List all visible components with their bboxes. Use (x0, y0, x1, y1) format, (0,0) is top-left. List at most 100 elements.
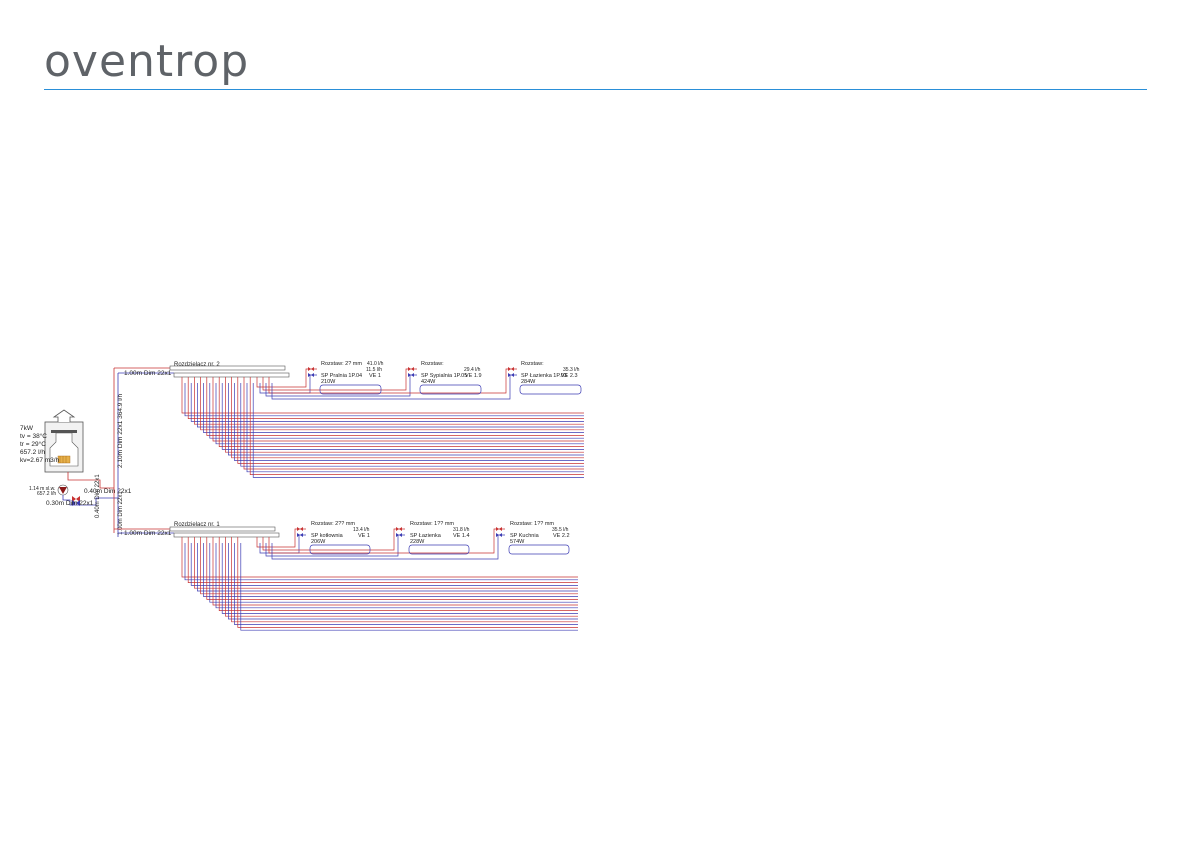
d2-return-circuit (240, 383, 584, 467)
d1-return-circuit (228, 543, 578, 620)
source-kv: kv=2.67 m3/h (20, 457, 60, 464)
header-rule (44, 89, 1147, 90)
valve-icon (408, 373, 414, 377)
top-feed-label: 1.00m Dim 22x1 (124, 370, 172, 377)
valve-icon (408, 367, 414, 371)
distributor-2: Rozdzielacz nr. 2 (169, 362, 584, 478)
pump: 1.14 m sl.w. 657.2 l/h (29, 484, 69, 497)
loop-d1-3: Rozstaw: 1?? mm 35.5 l/h SP Kuchnia VE 2… (508, 521, 570, 555)
loop-d2-2: Rozstaw: 29.4 l/h SP Sypialnia 1P.05 VE … (419, 361, 482, 395)
distributor-2-circuits (181, 368, 584, 478)
loop-power: 284W (521, 379, 536, 385)
riser: 2.10m Dim 22x1 364.9 l/h 1.00m Dim 22x1 (113, 368, 124, 537)
loop-room: SP Łazienka (410, 533, 442, 539)
pump-head: 1.14 m sl.w. (29, 486, 55, 492)
riser-label: 2.10m Dim 22x1 364.9 l/h (117, 394, 124, 468)
d1-supply-circuit (237, 537, 578, 628)
loop-power: 206W (311, 539, 326, 545)
bottom-feed: 1.00m Dim 22x1 (114, 528, 174, 537)
valve-icon (308, 367, 314, 371)
d2-return-circuit (190, 383, 584, 422)
source-return-temp: tr = 29°C (20, 440, 46, 448)
loop-room: SP Łazienka 1P.03 (521, 373, 567, 379)
d2-supply-circuit (212, 377, 584, 442)
d2-return-circuit (209, 383, 584, 439)
loop-flow: 35.5 l/h (552, 527, 569, 533)
loop-power: 228W (410, 539, 425, 545)
d2-return-circuit (197, 383, 584, 428)
valve-icon (396, 527, 402, 531)
loop-ve: VE 2.2 (553, 533, 570, 539)
riser-lower-label: 1.00m Dim 22x1 (118, 491, 124, 535)
d2-return-circuit (184, 383, 584, 417)
loop-flow: 35.3 l/h (563, 367, 580, 373)
loop-room: SP Pralnia 1P.04 (321, 373, 362, 379)
d2-supply-circuit (231, 377, 584, 459)
loop-flow: 11.5 l/h (366, 367, 382, 373)
source-flow: 657.2 l/h (20, 449, 45, 456)
loop-ve: VE 1.9 (465, 373, 482, 379)
d2-return-circuit (246, 383, 584, 473)
pipe-label-2: 0.40m Dim 22x1 (84, 488, 132, 495)
d2-return-circuit (203, 383, 584, 433)
valve-icon (297, 527, 303, 531)
pump-flow: 657.2 l/h (37, 491, 56, 497)
heat-source (44, 409, 84, 473)
loop-ve: VE 1 (369, 373, 381, 379)
loop-setting: Rozstaw: (521, 361, 544, 367)
valve-icon (508, 367, 514, 371)
d1-supply-circuit (200, 537, 578, 595)
distributor-1-name: Rozdzielacz nr. 1 (174, 522, 220, 528)
d1-supply-circuit (212, 537, 578, 606)
d1-loop-supply (268, 528, 505, 554)
source-specs: 7kW tv = 38°C tr = 29°C 657.2 l/h kv=2.6… (20, 425, 60, 464)
d1-return-circuit (209, 543, 578, 603)
d2-supply-circuit (206, 377, 584, 436)
d1-supply-circuit (225, 537, 578, 617)
source-pipes: 0.30m Dim 22x1 0.40m Dim 22x1 0.40m Dim … (46, 472, 132, 518)
d2-return-circuit (221, 383, 584, 450)
d1-return-circuit (203, 543, 578, 597)
loop-room: SP kotłownia (311, 533, 344, 539)
d1-supply-circuit (187, 537, 578, 583)
loop-valves (297, 367, 514, 537)
d2-supply-circuit (237, 377, 584, 464)
d1-return-circuit (197, 543, 578, 592)
loop-setting: Rozstaw: 2? mm (321, 361, 362, 367)
loop-d2-3: Rozstaw: 35.3 l/h SP Łazienka 1P.03 VE 2… (519, 361, 582, 395)
d1-supply-circuit (181, 537, 578, 578)
loop-ve: VE 2.3 (561, 373, 578, 379)
valve-icon (508, 373, 514, 377)
source-supply-temp: tv = 38°C (20, 432, 47, 440)
loop-flow: 31.8 l/h (453, 527, 470, 533)
loop-flow: 29.4 l/h (464, 367, 481, 373)
loop-power: 424W (421, 379, 436, 385)
pipe-label-1: 0.30m Dim 22x1 (46, 500, 94, 507)
d2-supply-circuit (187, 377, 584, 419)
loop-power: 574W (510, 539, 525, 545)
loop-ve: VE 1 (358, 533, 370, 539)
distributor-2-name: Rozdzielacz nr. 2 (174, 362, 220, 368)
d2-return-circuit (252, 383, 584, 478)
d2-supply-circuit (194, 377, 584, 425)
d1-return-circuit (184, 543, 578, 581)
valve-icon (308, 373, 314, 377)
loop-d1-1: Rozstaw: 2?? mm 13.4 l/h SP kotłownia VE… (309, 521, 371, 555)
distributor-1-circuits (181, 528, 578, 631)
valve-icon (496, 527, 502, 531)
d1-return-circuit (234, 543, 578, 625)
valve-icon (496, 533, 502, 537)
d2-supply-circuit (225, 377, 584, 453)
loop-flow-top: 41.0 l/h (367, 361, 384, 367)
d2-supply-circuit (218, 377, 584, 447)
loop-room: SP Kuchnia (510, 533, 540, 539)
loop-d1-2: Rozstaw: 1?? mm 31.8 l/h SP Łazienka VE … (408, 521, 470, 555)
loop-setting: Rozstaw: 1?? mm (510, 521, 554, 527)
d1-supply-circuit (218, 537, 578, 611)
d1-loop-return (271, 534, 505, 560)
d2-supply-circuit (200, 377, 584, 431)
loop-setting: Rozstaw: (421, 361, 444, 367)
loop-ve: VE 1.4 (453, 533, 470, 539)
distributor-1: Rozdzielacz nr. 1 (169, 522, 578, 631)
